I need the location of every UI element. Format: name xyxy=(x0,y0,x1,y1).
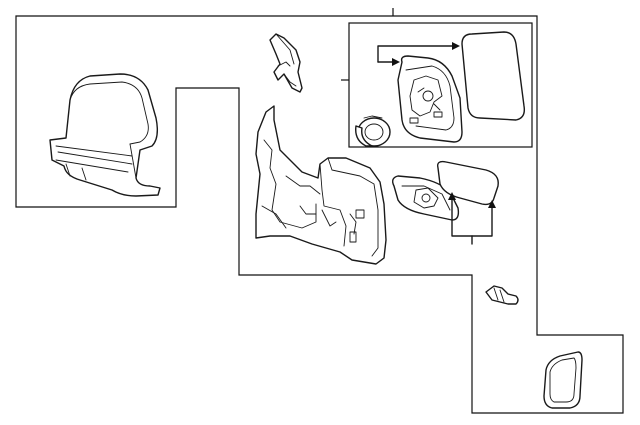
signal-lens xyxy=(543,351,583,409)
glass-backing-plate xyxy=(397,55,463,143)
diagram-frame xyxy=(15,15,624,414)
mirror-cover xyxy=(49,73,161,197)
callout-arrows-bottom xyxy=(448,192,496,245)
glass-callout-box xyxy=(348,22,533,148)
callout-arrows-top xyxy=(377,42,460,66)
mirror-assembly xyxy=(255,105,387,265)
mirror-glass xyxy=(461,31,526,121)
signal-bulb xyxy=(485,285,519,305)
mounting-bracket xyxy=(269,33,303,93)
mirror-motor xyxy=(355,115,391,147)
